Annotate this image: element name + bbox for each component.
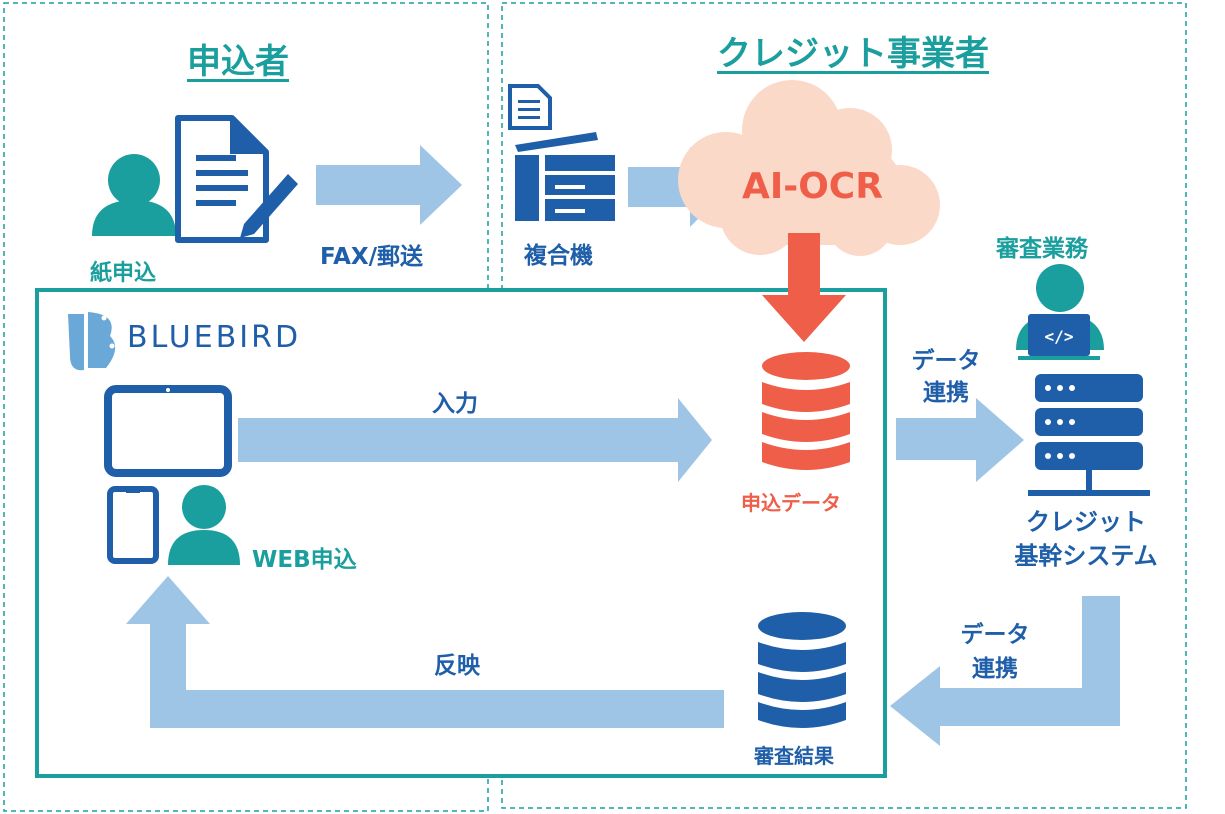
web-applicant-person-icon <box>168 485 240 565</box>
tablet-icon <box>104 385 232 477</box>
application-database-icon <box>762 352 850 470</box>
data-link-bottom-label: データ 連携 <box>947 618 1043 686</box>
input-label: 入力 <box>432 391 478 417</box>
application-data-label: 申込データ <box>741 491 841 515</box>
paper-application-label: 紙申込 <box>90 261 157 286</box>
data-link-bottom-line1: データ <box>960 622 1030 648</box>
ai-ocr-label: AI-OCR <box>742 166 883 207</box>
reflect-label: 反映 <box>434 653 480 679</box>
review-result-label: 審査結果 <box>754 744 834 768</box>
bluebird-logo-mark <box>68 312 116 371</box>
credit-core-line2: 基幹システム <box>1014 542 1158 570</box>
laptop-code-icon: </> <box>1018 314 1100 360</box>
input-arrow <box>238 398 712 482</box>
bluebird-logo-text: BLUEBIRD <box>127 320 302 355</box>
data-link-bottom-arrow <box>890 596 1120 746</box>
applicant-person-icon <box>92 154 176 236</box>
ocr-down-arrow <box>762 233 846 342</box>
web-application-label: WEB申込 <box>252 547 357 573</box>
data-link-top-label: データ 連携 <box>898 345 994 409</box>
svg-text:</>: </> <box>1045 327 1074 346</box>
fax-mail-label: FAX/郵送 <box>320 244 424 270</box>
review-work-label: 審査業務 <box>996 236 1088 262</box>
applicant-section-border <box>3 2 489 812</box>
data-link-top-arrow <box>896 398 1024 482</box>
document-pen-icon <box>175 115 298 243</box>
core-server-icon <box>1028 374 1150 496</box>
printer-icon <box>508 84 615 221</box>
fax-arrow <box>316 145 462 225</box>
cloud-shape <box>678 80 940 256</box>
applicant-section-title: 申込者 <box>187 42 289 82</box>
credit-company-section-title: クレジット事業者 <box>717 34 989 74</box>
data-link-top-line1: データ <box>911 348 981 374</box>
credit-core-system-label: クレジット 基幹システム <box>994 505 1178 573</box>
data-link-bottom-line2: 連携 <box>972 656 1018 682</box>
reflect-arrow <box>126 576 724 728</box>
printer-label: 複合機 <box>524 243 593 269</box>
review-result-database-icon <box>758 612 846 728</box>
credit-core-line1: クレジット <box>1026 508 1146 536</box>
smartphone-icon <box>107 486 159 564</box>
data-link-top-line2: 連携 <box>923 380 969 406</box>
